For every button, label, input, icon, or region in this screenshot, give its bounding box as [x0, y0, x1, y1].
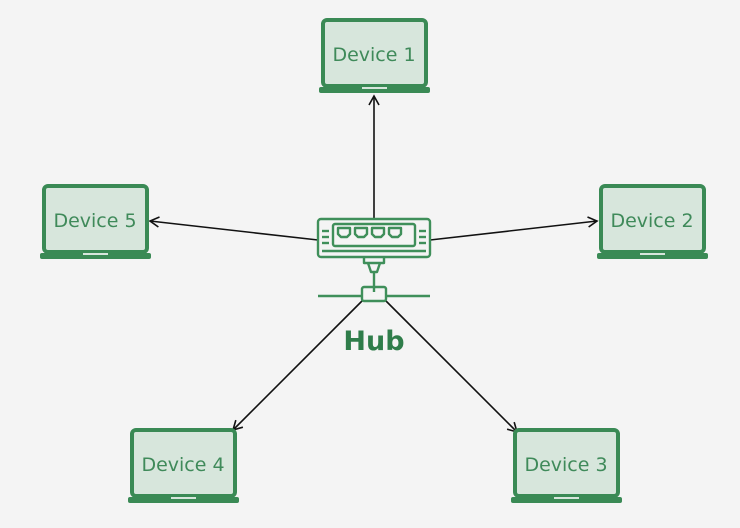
device-4-node: Device 4 — [128, 428, 239, 503]
connection-arrow-device-5 — [148, 216, 319, 241]
device-label: Device 1 — [332, 44, 415, 66]
device-1-node: Device 1 — [319, 18, 430, 93]
laptop-icon — [40, 184, 151, 259]
connection-arrow-device-3 — [384, 299, 519, 434]
device-label: Device 4 — [141, 454, 224, 476]
device-5-node: Device 5 — [40, 184, 151, 259]
connection-arrow-device-2 — [429, 216, 599, 241]
device-label: Device 2 — [610, 210, 693, 232]
laptop-icon — [128, 428, 239, 503]
laptop-icon — [319, 18, 430, 93]
laptop-icon — [597, 184, 708, 259]
hub-label: Hub — [343, 326, 404, 357]
network-hub-icon — [316, 217, 432, 303]
device-label: Device 5 — [53, 210, 136, 232]
connection-arrow-device-4 — [231, 299, 364, 432]
device-3-node: Device 3 — [511, 428, 622, 503]
connections-layer — [148, 94, 599, 434]
hub-node: Hub — [316, 217, 432, 357]
device-2-node: Device 2 — [597, 184, 708, 259]
laptop-icon — [511, 428, 622, 503]
device-label: Device 3 — [524, 454, 607, 476]
